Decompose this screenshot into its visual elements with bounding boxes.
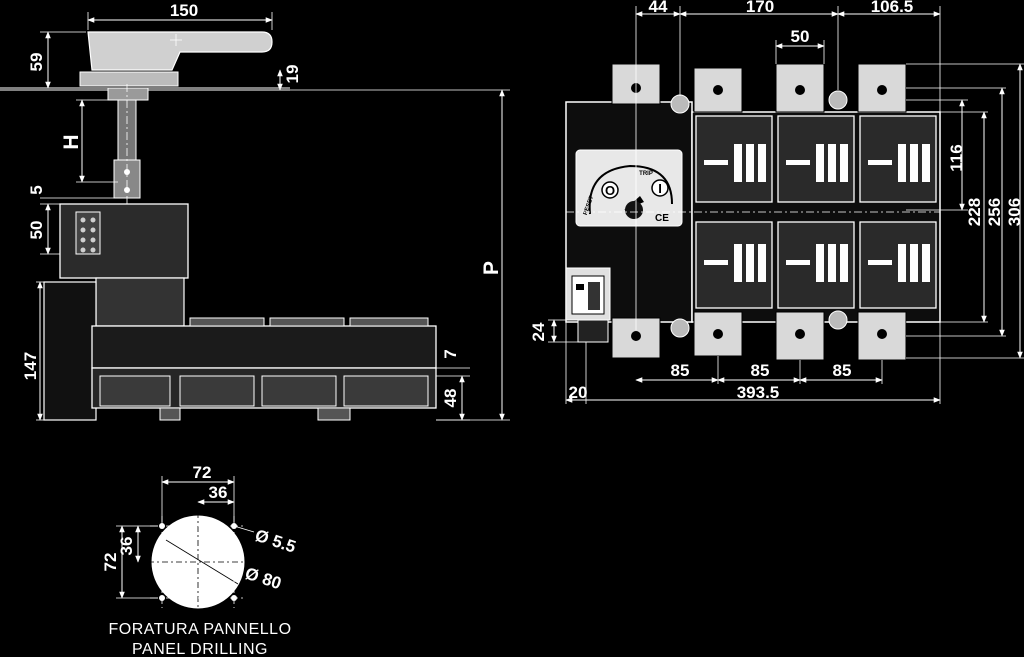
label-h: H: [60, 134, 83, 149]
selector-trip: TRIP: [639, 171, 653, 177]
dim-drill-half-v: 36: [117, 537, 136, 556]
mechanism-block: [95, 277, 185, 327]
module-contacts: [75, 211, 101, 255]
front-flange: [43, 281, 97, 421]
dim-height-2: 256: [985, 198, 1004, 226]
dim-drill-half: 36: [209, 483, 228, 502]
selector-on: I: [658, 181, 662, 196]
dim-center: 170: [746, 0, 774, 16]
dim-right: 106.5: [871, 0, 914, 16]
pole-tops: [189, 317, 429, 327]
cutout-diameter: Ø 80: [243, 564, 284, 593]
base-feet: [99, 375, 429, 421]
dim-pitch-3: 85: [833, 361, 852, 380]
side-view: 150 59 19 H 5 50 147 7 48 P: [0, 1, 510, 421]
dim-terminal: 50: [791, 27, 810, 46]
dim-offset: 20: [569, 383, 588, 402]
dim-gap: 5: [27, 185, 46, 194]
hole-diameter: Ø 5.5: [253, 526, 298, 557]
rotary-handle: [79, 31, 273, 87]
dim-total: 393.5: [737, 383, 780, 402]
dim-base: 48: [441, 389, 460, 408]
dim-aux: 24: [529, 322, 548, 341]
terminals-top: [611, 63, 907, 114]
caption-italian: FORATURA PANNELLO: [108, 621, 291, 638]
panel-drilling: 72 36 72 36 Ø 5.5 Ø 80 FORATURA PANNELLO…: [101, 463, 298, 657]
dim-pitch-2: 85: [751, 361, 770, 380]
dim-width: 150: [170, 1, 198, 20]
selector-off: O: [605, 183, 615, 198]
dim-handle-height: 59: [27, 53, 46, 72]
pole-windows: [704, 144, 930, 282]
dim-pole-height: 116: [947, 144, 966, 171]
caption-english: PANEL DRILLING: [132, 641, 268, 657]
dim-left: 44: [649, 0, 668, 16]
shaft: [107, 84, 149, 210]
dim-height-1: 228: [965, 198, 984, 226]
ce-mark: CE: [655, 213, 669, 224]
switch-body: [91, 325, 437, 369]
front-view: O I TRIP RESET CE 44 170 106.5: [529, 0, 1024, 404]
dim-pitch-1: 85: [671, 361, 690, 380]
dim-module: 50: [27, 221, 46, 240]
dim-drill-spacing-v: 72: [101, 553, 120, 572]
dim-panel-offset: 19: [283, 65, 302, 84]
dim-drill-spacing: 72: [193, 463, 212, 482]
dim-height-3: 306: [1005, 198, 1024, 226]
auxiliary-contact-block: [565, 267, 611, 343]
selector-dial: O I TRIP RESET CE: [575, 149, 683, 227]
label-p: P: [480, 261, 503, 275]
dim-depth: 7: [441, 349, 460, 358]
dim-body: 147: [21, 352, 40, 380]
